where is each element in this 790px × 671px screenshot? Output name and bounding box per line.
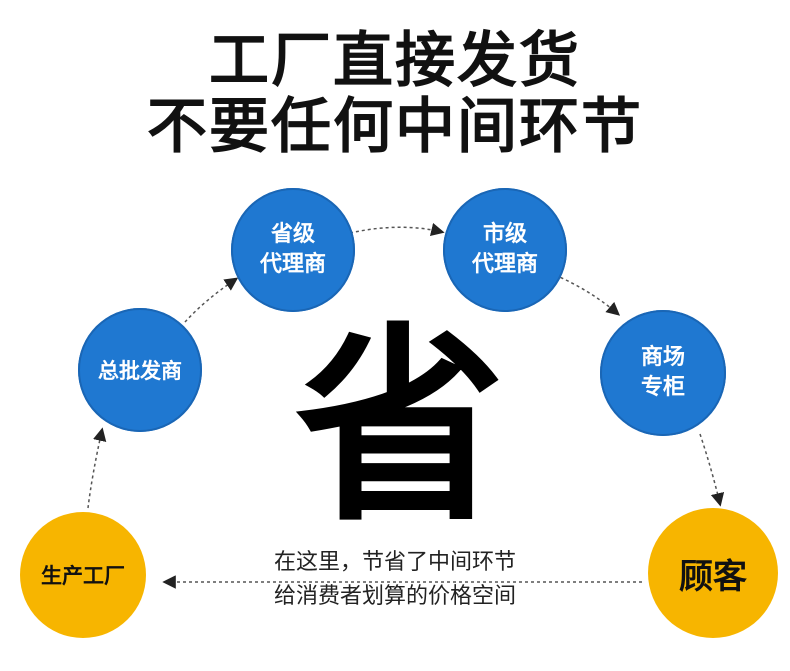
node-customer: 顾客 xyxy=(648,508,778,638)
node-mall-counter: 商场 专柜 xyxy=(600,310,726,436)
node-factory: 生产工厂 xyxy=(20,512,146,638)
arrow-factory-to-wholesaler xyxy=(87,427,107,509)
arrow-mall-to-customer xyxy=(699,433,725,507)
headline-line-1: 工厂直接发货 xyxy=(209,26,581,96)
arrow-city-to-mall xyxy=(554,274,621,316)
node-provincial-line1: 省级 xyxy=(270,222,315,247)
node-city-line1: 市级 xyxy=(482,222,527,247)
node-mall-line2: 专柜 xyxy=(640,375,685,400)
node-mall-line1: 商场 xyxy=(640,345,685,370)
node-provincial-agent: 省级 代理商 xyxy=(231,188,355,312)
note-line-1: 在这里，节省了中间环节 xyxy=(273,550,516,575)
node-wholesaler-label: 总批发商 xyxy=(98,359,182,383)
center-save-character: 省 xyxy=(294,303,505,550)
headline-line-2: 不要任何中间环节 xyxy=(147,92,643,162)
node-customer-label: 顾客 xyxy=(679,556,747,597)
node-city-agent: 市级 代理商 xyxy=(443,188,567,312)
node-factory-label: 生产工厂 xyxy=(41,564,125,588)
note-line-2: 给消费者划算的价格空间 xyxy=(273,584,516,609)
node-provincial-line2: 代理商 xyxy=(259,252,326,277)
node-city-line2: 代理商 xyxy=(471,252,538,277)
arrow-provincial-to-city xyxy=(349,222,445,237)
node-wholesaler: 总批发商 xyxy=(78,308,202,432)
arrow-wholesaler-to-provincial xyxy=(184,277,239,323)
